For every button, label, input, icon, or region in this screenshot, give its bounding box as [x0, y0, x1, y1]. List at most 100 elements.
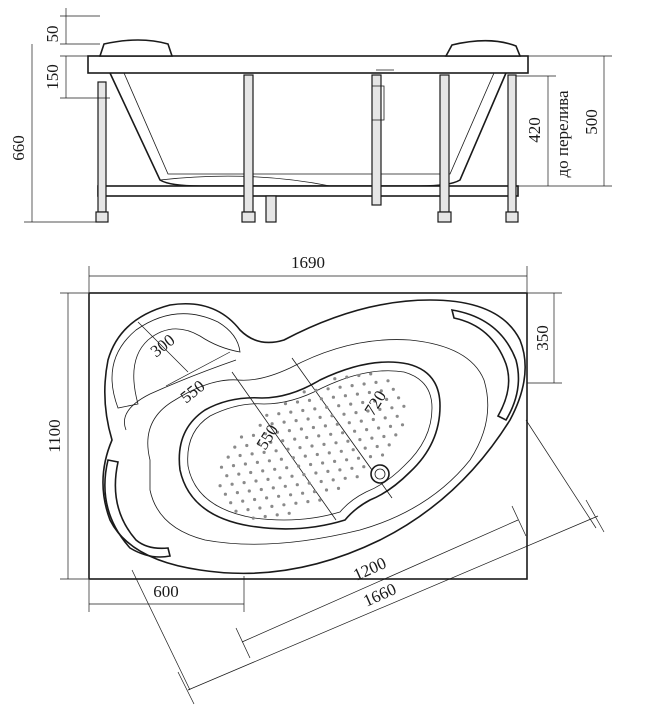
hydromassage-hole	[295, 400, 300, 404]
hydromassage-hole	[263, 514, 267, 519]
hydromassage-hole	[261, 469, 265, 473]
hydromassage-hole	[250, 452, 254, 456]
hydromassage-hole	[321, 461, 325, 465]
hydromassage-hole	[294, 501, 298, 505]
hydromassage-hole	[318, 498, 322, 502]
hydromassage-hole	[277, 412, 281, 416]
hydromassage-hole	[377, 426, 381, 430]
hydromassage-hole	[289, 410, 293, 414]
hydromassage-hole	[283, 402, 288, 406]
hydromassage-hole	[245, 443, 249, 448]
hydromassage-hole	[243, 462, 247, 466]
dim-550-basin: 550	[253, 421, 283, 453]
hydromassage-holes	[218, 372, 406, 520]
hydromassage-hole	[361, 400, 365, 405]
hydromassage-hole	[326, 469, 330, 473]
hydromassage-hole	[358, 438, 362, 442]
hydromassage-hole	[368, 455, 373, 459]
hydromassage-hole	[318, 415, 322, 419]
hydromassage-hole	[303, 454, 307, 458]
side-leg-3	[371, 74, 382, 206]
hydromassage-hole	[335, 422, 339, 426]
hydromassage-hole	[258, 423, 262, 427]
hydromassage-hole	[291, 456, 295, 460]
hydromassage-hole	[299, 427, 303, 431]
hydromassage-hole	[337, 404, 341, 408]
hydromassage-hole	[281, 439, 285, 443]
hydromassage-hole	[365, 428, 369, 432]
side-leg-1	[97, 81, 107, 213]
side-foot-1	[95, 211, 109, 223]
hydromassage-hole	[345, 375, 349, 379]
hydromassage-hole	[347, 421, 351, 425]
hydromassage-hole	[233, 445, 237, 449]
hydromassage-hole	[402, 404, 406, 408]
hydromassage-hole	[298, 446, 302, 450]
hydromassage-hole	[322, 442, 326, 446]
side-leg-4	[439, 74, 450, 213]
hydromassage-hole	[390, 406, 394, 410]
hydromassage-hole	[275, 430, 279, 434]
side-frame-bottom	[97, 185, 519, 197]
hydromassage-hole	[271, 486, 275, 490]
hydromassage-hole	[319, 397, 323, 401]
plan-outer-rect	[88, 292, 528, 580]
hydromassage-hole	[251, 516, 255, 520]
hydromassage-hole	[367, 390, 371, 395]
hydromassage-hole	[333, 459, 337, 463]
plan-tub-outline	[102, 299, 526, 575]
hydromassage-hole	[307, 481, 311, 485]
hydromassage-hole	[397, 396, 401, 400]
hydromassage-hole	[325, 405, 329, 409]
hydromassage-hole	[301, 408, 305, 413]
hydromassage-hole	[309, 462, 313, 467]
hydromassage-hole	[283, 484, 287, 488]
hydromassage-hole	[282, 420, 286, 424]
hydromassage-hole	[269, 440, 273, 444]
hydromassage-hole	[314, 471, 318, 475]
hydromassage-hole	[249, 470, 253, 475]
hydromassage-hole	[323, 424, 327, 428]
hydromassage-hole	[336, 486, 341, 490]
hydromassage-hole	[254, 479, 258, 483]
hydromassage-hole	[394, 433, 398, 437]
hydromassage-hole	[375, 444, 379, 449]
hydromassage-hole	[235, 491, 239, 495]
hydromassage-hole	[391, 387, 395, 391]
hydromassage-hole	[351, 448, 355, 452]
hydromassage-hole	[218, 484, 222, 488]
hydromassage-hole	[226, 455, 230, 459]
hydromassage-hole	[319, 479, 323, 484]
dim-500: 500	[582, 109, 601, 135]
side-foot-4	[437, 211, 452, 223]
hydromassage-hole	[370, 436, 374, 440]
hydromassage-hole	[339, 449, 343, 453]
hydromassage-hole	[324, 488, 329, 492]
hydromassage-hole	[302, 390, 306, 394]
dim-420: 420	[525, 117, 544, 143]
hydromassage-hole	[380, 453, 385, 457]
hydromassage-hole	[386, 379, 390, 383]
hydromassage-hole	[355, 392, 359, 396]
hydromassage-hole	[369, 372, 373, 376]
hydromassage-hole	[395, 414, 399, 418]
hydromassage-hole	[301, 491, 305, 495]
hydromassage-hole	[331, 395, 335, 399]
hydromassage-hole	[373, 399, 377, 403]
hydromassage-hole	[343, 476, 347, 480]
hydromassage-hole	[366, 409, 370, 413]
hydromassage-hole	[331, 478, 335, 482]
hydromassage-hole	[388, 424, 393, 428]
hydromassage-hole	[317, 434, 321, 438]
hydromassage-hole	[374, 380, 378, 384]
hydromassage-hole	[266, 477, 270, 481]
hydromassage-hole	[333, 377, 337, 381]
hydromassage-hole	[346, 439, 350, 443]
hydromassage-hole	[262, 450, 266, 454]
hydromassage-hole	[287, 511, 291, 515]
hydromassage-hole	[312, 490, 317, 494]
hydromassage-hole	[326, 387, 330, 391]
hydromassage-hole	[258, 506, 262, 510]
dim-overflow-label: до перелива	[553, 90, 572, 177]
